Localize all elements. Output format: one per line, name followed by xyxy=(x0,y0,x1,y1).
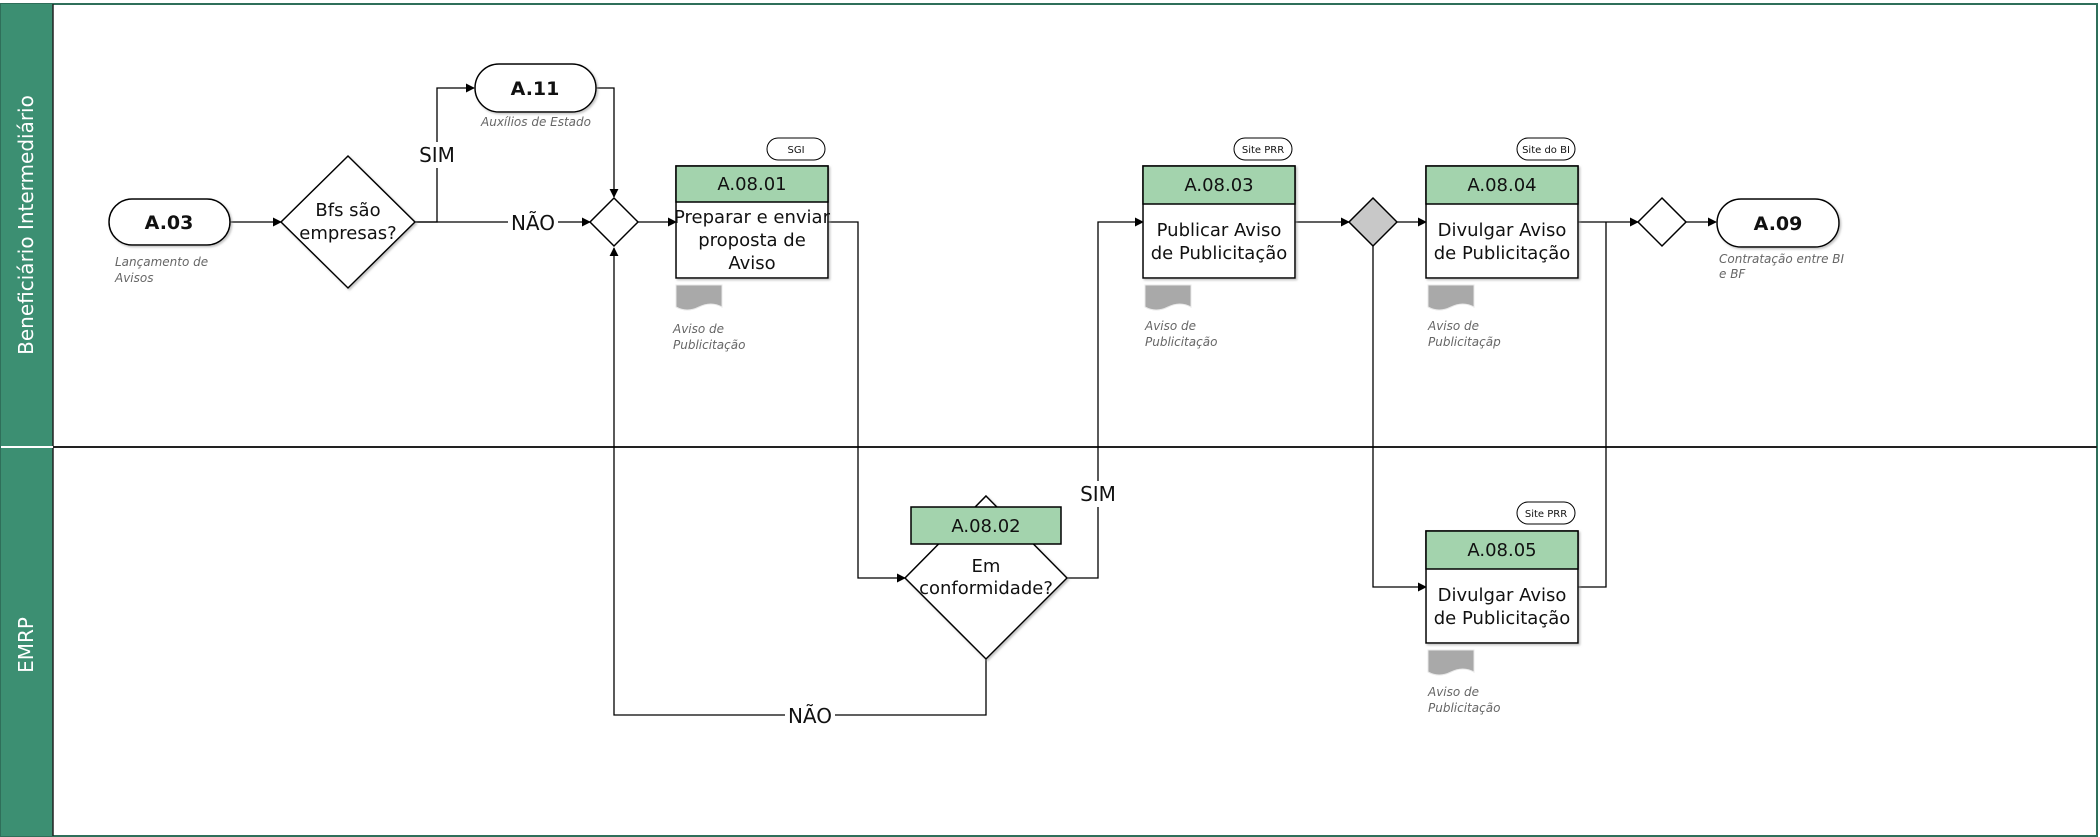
task-a0801-line-3: Aviso xyxy=(728,253,775,274)
flow-conformidade-nao-to-gateway xyxy=(609,247,987,716)
task-a0803-line-2: de Publicitação xyxy=(1151,243,1288,264)
gateway-merge xyxy=(588,196,640,248)
flow-label-sim-mid: SIM xyxy=(1080,482,1116,506)
task-a0804-line-1: Divulgar Aviso xyxy=(1438,220,1567,241)
lane-bar-bi xyxy=(1,4,53,447)
task-a0803-doc-2: Publicitação xyxy=(1145,335,1217,349)
decision-bfs: Bfs são empresas? xyxy=(279,154,417,290)
task-a0804-doc-2: Publicitaçãp xyxy=(1428,335,1501,349)
task-a0801-system: SGI xyxy=(787,145,804,156)
event-a03-caption-2: Avisos xyxy=(114,271,154,285)
task-a0805-header xyxy=(1425,530,1579,570)
task-a0805-code: A.08.05 xyxy=(1467,540,1536,561)
task-a0803-document-icon xyxy=(1144,284,1192,311)
task-a0803-tag xyxy=(1233,137,1293,161)
flow-a11-to-gateway xyxy=(596,87,619,198)
task-a0801-doc-2: Publicitação xyxy=(673,338,745,352)
task-a0803-doc-1: Aviso de xyxy=(1144,319,1196,333)
lane-label-emrp: EMRP xyxy=(14,617,38,673)
task-a0804-doc-1: Aviso de xyxy=(1427,319,1479,333)
event-a03-shape xyxy=(108,198,231,246)
event-a03-caption-1: Lançamento de xyxy=(115,255,208,269)
flow-label-nao-top: NÃO xyxy=(511,211,555,235)
event-a11: A.11 Auxílios de Estado xyxy=(474,63,597,129)
task-a0805-system: Site PRR xyxy=(1525,509,1567,520)
task-a0805-line-2: de Publicitação xyxy=(1434,608,1571,629)
flow-t0801-to-conformidade xyxy=(828,221,906,583)
task-a0801-tag xyxy=(766,137,826,161)
pool-border xyxy=(0,3,2098,837)
event-a09-caption-1: Contratação entre BI xyxy=(1719,252,1845,266)
task-a0803-line-1: Publicar Aviso xyxy=(1157,220,1282,241)
flow-label-sim-top: SIM xyxy=(419,143,455,167)
gateway-join xyxy=(1636,196,1688,248)
event-a09-shape xyxy=(1716,198,1840,248)
task-a0803-system: Site PRR xyxy=(1242,145,1284,156)
event-a03-code: A.03 xyxy=(145,212,194,234)
event-a09-caption-2: e BF xyxy=(1719,267,1746,281)
task-a0801: SGI A.08.01 Preparar e enviar proposta d… xyxy=(672,137,831,352)
task-a0801-code: A.08.01 xyxy=(717,174,786,195)
decision-conformidade: A.08.02 Em conformidade? xyxy=(903,494,1069,661)
task-a0804-system: Site do BI xyxy=(1522,145,1570,156)
lane-label-bi: Beneficiário Intermediário xyxy=(14,95,38,355)
task-a0804-line-2: de Publicitação xyxy=(1434,243,1571,264)
task-a0804-tag xyxy=(1516,137,1576,161)
task-a0804-code: A.08.04 xyxy=(1467,175,1536,196)
decision-conformidade-line-1: Em xyxy=(972,556,1001,577)
flow-conformidade-sim-to-t0803 xyxy=(1067,217,1144,579)
decision-conformidade-code: A.08.02 xyxy=(951,516,1020,537)
event-a11-code: A.11 xyxy=(511,78,560,100)
swimlanes: Beneficiário Intermediário EMRP xyxy=(0,3,2098,837)
task-a0801-header xyxy=(675,165,829,203)
decision-conformidade-line-2: conformidade? xyxy=(919,578,1053,599)
flow-t0805-to-gateway3 xyxy=(1578,222,1607,588)
task-a0801-doc-1: Aviso de xyxy=(672,322,724,336)
task-a0803-header xyxy=(1142,165,1296,205)
task-a0805-line-1: Divulgar Aviso xyxy=(1438,585,1567,606)
task-a0801-line-1: Preparar e enviar xyxy=(674,207,831,228)
event-a09-code: A.09 xyxy=(1754,213,1803,235)
task-a0805-doc-1: Aviso de xyxy=(1427,685,1479,699)
decision-bfs-shape xyxy=(279,154,417,290)
lane-bar-emrp xyxy=(1,447,53,836)
event-a03: A.03 Lançamento de Avisos xyxy=(108,198,231,285)
task-a0804-header xyxy=(1425,165,1579,205)
task-a0801-document-icon xyxy=(675,284,723,311)
flow-labels: SIM NÃO SIM NÃO xyxy=(414,142,1121,728)
task-a0805-document-icon xyxy=(1427,649,1475,676)
gateway-split xyxy=(1347,196,1399,248)
task-a0805: Site PRR A.08.05 Divulgar Aviso de Publi… xyxy=(1425,501,1579,715)
decision-bfs-line-1: Bfs são xyxy=(315,200,380,221)
task-a0805-tag xyxy=(1516,501,1576,525)
event-a11-caption: Auxílios de Estado xyxy=(480,115,591,129)
event-a11-shape xyxy=(474,63,597,113)
task-a0801-line-2: proposta de xyxy=(698,230,806,251)
event-a09: A.09 Contratação entre BI e BF xyxy=(1716,198,1845,281)
task-a0804: Site do BI A.08.04 Divulgar Aviso de Pub… xyxy=(1425,137,1579,349)
task-a0805-doc-2: Publicitação xyxy=(1428,701,1500,715)
task-a0803: Site PRR A.08.03 Publicar Aviso de Publi… xyxy=(1142,137,1296,349)
task-a0803-code: A.08.03 xyxy=(1184,175,1253,196)
flow-gateway2-to-t0805 xyxy=(1372,246,1427,592)
task-a0804-document-icon xyxy=(1427,284,1475,311)
flow-label-nao-bottom: NÃO xyxy=(788,704,832,728)
decision-conformidade-shape xyxy=(903,494,1069,661)
decision-bfs-line-2: empresas? xyxy=(299,223,396,244)
decision-conformidade-header xyxy=(910,506,1062,545)
